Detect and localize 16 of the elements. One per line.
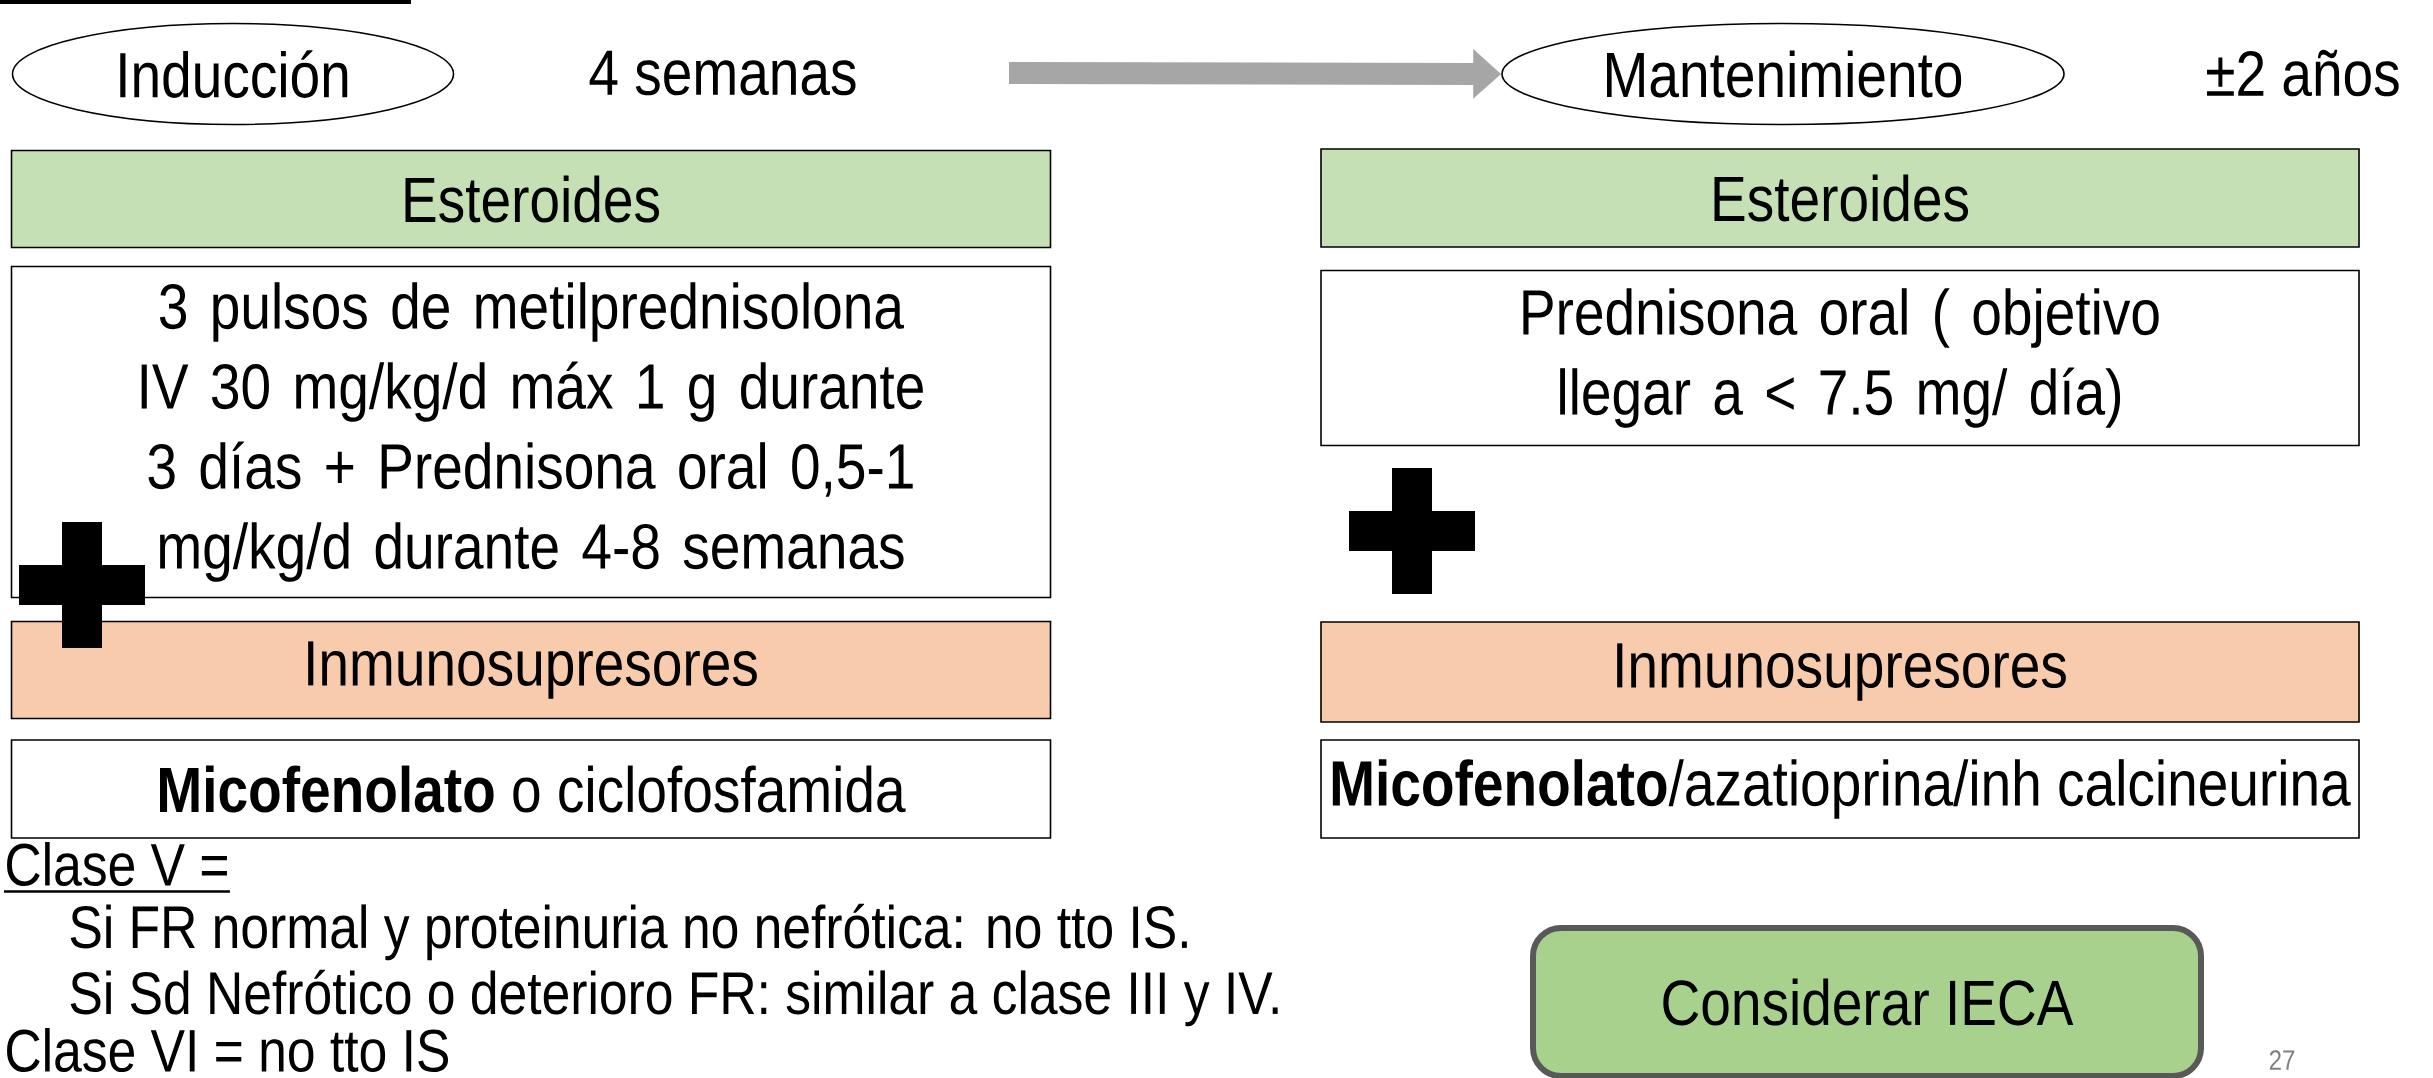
header-bar: Inmunosupresores xyxy=(10,620,1052,720)
text-box: Micofenolato o ciclofosfamida xyxy=(10,739,1052,839)
duration-label: ±2 años xyxy=(2207,49,2399,97)
text-box: Prednisona oral ( objetivo llegar a < 7.5 mg/ día) xyxy=(1320,269,2360,447)
note-text: Clase VI = no tto IS xyxy=(7,1028,448,1073)
text-box: 3 pulsos de metilprednisolona IV 30 mg/kg/d máx 1 g durante 3 días + Prednisona oral 0,5-1 mg/kg/d durante 4-8 semanas xyxy=(10,265,1052,599)
note-text: Si Sd Nefrótico o deterioro FR: similar a clase III y IV. xyxy=(70,969,1278,1027)
header-bar: Inmunosupresores xyxy=(1320,621,2360,723)
header-bar: Esteroides xyxy=(10,149,1052,249)
rounded-box: Considerar IECA xyxy=(1530,925,2204,1078)
page-number: 27 xyxy=(2269,1050,2295,1070)
text-box: Micofenolato/azatioprina/inh calcineurina xyxy=(1320,739,2360,839)
note-text: Si FR normal y proteinuria no nefrótica: no tto IS. xyxy=(70,903,1187,961)
duration-label: 4 semanas xyxy=(589,50,856,96)
header-bar: Esteroides xyxy=(1320,148,2360,248)
underlined-heading: Clase V = xyxy=(4,842,230,893)
